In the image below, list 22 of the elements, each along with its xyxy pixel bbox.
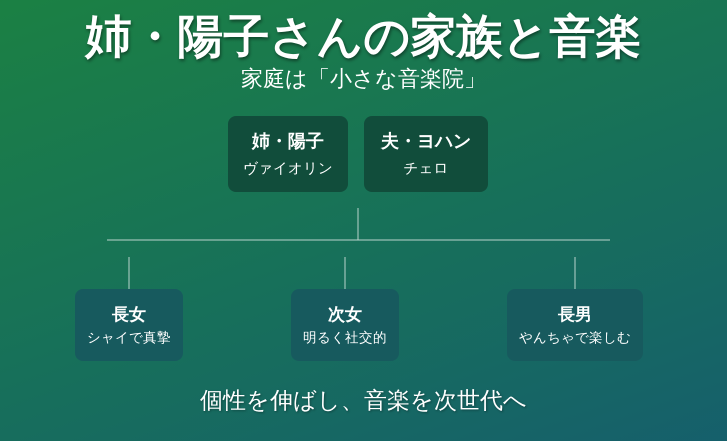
connector-line <box>574 256 576 290</box>
person-card <box>75 289 183 361</box>
person-card <box>291 289 399 361</box>
description-text: シャイで真摯 <box>87 328 171 346</box>
name-text: 長女 <box>112 304 146 326</box>
branch-line <box>106 208 610 240</box>
person-card <box>507 289 643 361</box>
description-text: 明るく社交的 <box>303 328 387 346</box>
tagline-text: 個性を伸ばし、音楽を次世代へ <box>200 388 527 414</box>
name-text: 夫・ヨハン <box>381 130 471 154</box>
description-text: チェロ <box>404 160 448 178</box>
description-text: ヴァイオリン <box>243 160 333 178</box>
name-text: 姉・陽子 <box>252 130 324 154</box>
connector-line <box>344 256 346 290</box>
description-text: やんちゃで楽しむ <box>519 328 631 346</box>
person-card <box>228 116 348 192</box>
connector-line <box>128 256 130 290</box>
title-text: 姉・陽子さんの家族と音楽 <box>86 9 642 63</box>
person-card <box>364 116 488 192</box>
subtitle-text: 家庭は「小さな音楽院」 <box>241 67 486 92</box>
name-text: 長男 <box>558 304 592 326</box>
name-text: 次女 <box>328 304 362 326</box>
